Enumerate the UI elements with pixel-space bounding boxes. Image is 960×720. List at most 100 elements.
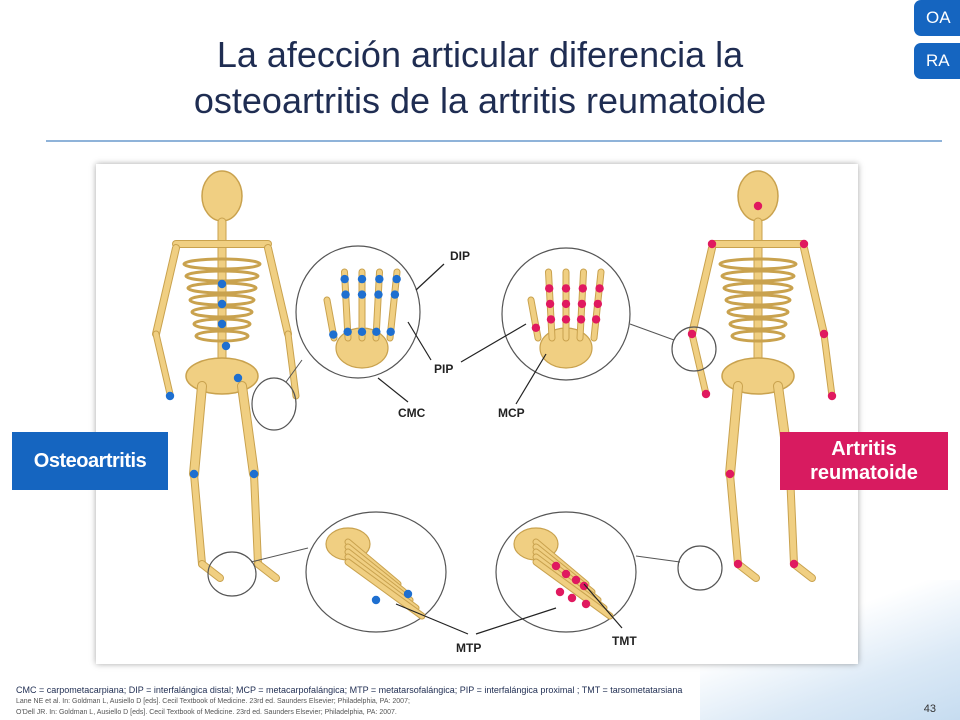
title-divider xyxy=(46,140,942,142)
rib xyxy=(718,257,798,271)
hand-detail-oa xyxy=(323,268,401,369)
rib xyxy=(726,305,790,319)
reference-1: Lane NE et al. In: Goldman L, Ausiello D… xyxy=(16,698,410,705)
joint-marker xyxy=(329,330,338,339)
joint-marker xyxy=(233,373,243,383)
joint-marker xyxy=(561,299,571,309)
joint-marker xyxy=(403,589,413,599)
joint-marker xyxy=(545,299,555,309)
joint-marker xyxy=(819,329,829,339)
foot-detail-ra xyxy=(513,527,614,620)
ra-tag-line-2: reumatoide xyxy=(810,462,918,484)
joint-marker xyxy=(579,581,589,591)
humerus-right xyxy=(801,245,827,337)
humerus-left xyxy=(689,245,715,337)
rib xyxy=(194,329,250,343)
joint-marker xyxy=(561,569,571,579)
rib xyxy=(728,317,788,331)
label-leader-lines xyxy=(377,263,623,635)
joint-marker xyxy=(165,391,175,401)
title-line-2: osteoartritis de la artritis reumatoide xyxy=(193,80,767,121)
joint-marker xyxy=(357,290,367,299)
joint-marker xyxy=(249,469,259,479)
osteoarthritis-tag: Osteoartritis xyxy=(12,432,168,490)
joint-marker xyxy=(577,299,587,309)
skeleton-illustration xyxy=(152,170,837,635)
skull xyxy=(201,170,243,222)
joint-marker xyxy=(578,284,587,293)
joint-marker xyxy=(221,341,231,351)
rib xyxy=(724,293,792,307)
forearm-right xyxy=(821,331,835,399)
label-tmt: TMT xyxy=(612,634,637,648)
connector-lines xyxy=(250,323,681,563)
forearm-left xyxy=(153,331,173,397)
abbreviations-footnote: CMC = carpometacarpiana; DIP = interfalá… xyxy=(16,685,683,695)
nav-button-oa[interactable]: OA xyxy=(914,0,960,36)
joint-marker xyxy=(591,315,601,324)
joint-marker xyxy=(341,290,350,299)
joint-marker xyxy=(733,559,743,569)
joint-marker xyxy=(593,299,603,309)
femur-left xyxy=(190,382,206,478)
joint-marker xyxy=(375,274,384,284)
rib xyxy=(730,329,786,343)
joint-marker xyxy=(371,595,381,605)
rib xyxy=(722,281,794,295)
hand-detail-circle-oa xyxy=(295,245,421,379)
humerus-left xyxy=(153,245,179,337)
title-line-1: La afección articular diferencia la xyxy=(216,34,744,75)
joint-marker xyxy=(545,284,554,293)
tibia-left xyxy=(727,471,741,567)
joint-marker xyxy=(343,327,352,336)
foot-detail-oa xyxy=(325,527,426,620)
tibia-right xyxy=(251,471,261,567)
joint-marker xyxy=(725,469,735,479)
label-cmc: CMC xyxy=(398,406,426,420)
nav-button-ra[interactable]: RA xyxy=(914,43,960,79)
ra-tag-line-1: Artritis xyxy=(831,438,897,460)
forearm-left xyxy=(689,331,709,397)
femur-left xyxy=(726,382,742,478)
joint-marker xyxy=(576,315,586,324)
foot-right xyxy=(255,561,279,581)
joint-marker xyxy=(595,284,604,293)
joint-marker xyxy=(567,593,577,603)
rib xyxy=(720,269,796,283)
reference-2: O'Dell JR. In: Goldman L, Ausiello D [ed… xyxy=(16,709,397,716)
joint-marker xyxy=(581,599,591,609)
page-number: 43 xyxy=(923,703,936,715)
joint-marker xyxy=(555,587,565,597)
metatarsal xyxy=(533,559,613,619)
page-title: La afección articular diferencia la oste… xyxy=(70,32,890,124)
rib xyxy=(182,257,262,271)
humerus-right xyxy=(265,245,291,337)
joint-marker xyxy=(561,315,571,324)
joint-marker xyxy=(531,323,541,332)
joint-marker xyxy=(753,201,763,211)
label-mcp: MCP xyxy=(498,406,525,420)
joint-marker xyxy=(340,274,349,284)
joint-marker xyxy=(546,315,556,324)
small-foot-circle-oa xyxy=(207,551,257,597)
label-dip: DIP xyxy=(450,249,471,263)
joint-marker xyxy=(687,329,697,339)
joint-marker xyxy=(357,327,367,336)
joint-marker xyxy=(571,575,581,585)
small-hand-circle-oa xyxy=(251,377,297,431)
joint-marker xyxy=(789,559,799,569)
joint-marker xyxy=(701,389,711,399)
rheumatoid-arthritis-tag: Artritis reumatoide xyxy=(780,432,948,490)
skeleton-right xyxy=(687,170,837,582)
forearm-right xyxy=(285,331,299,399)
joint-marker xyxy=(217,319,227,329)
label-pip: PIP xyxy=(434,362,454,376)
tibia-left xyxy=(191,471,205,567)
foot-left xyxy=(199,561,223,581)
joint-marker xyxy=(374,290,383,299)
joint-marker xyxy=(372,327,381,336)
joint-marker xyxy=(189,469,199,479)
joint-marker xyxy=(217,299,227,309)
small-foot-circle-ra xyxy=(677,545,723,591)
joint-involvement-figure: DIP PIP CMC MCP MTP TMT xyxy=(96,164,858,664)
